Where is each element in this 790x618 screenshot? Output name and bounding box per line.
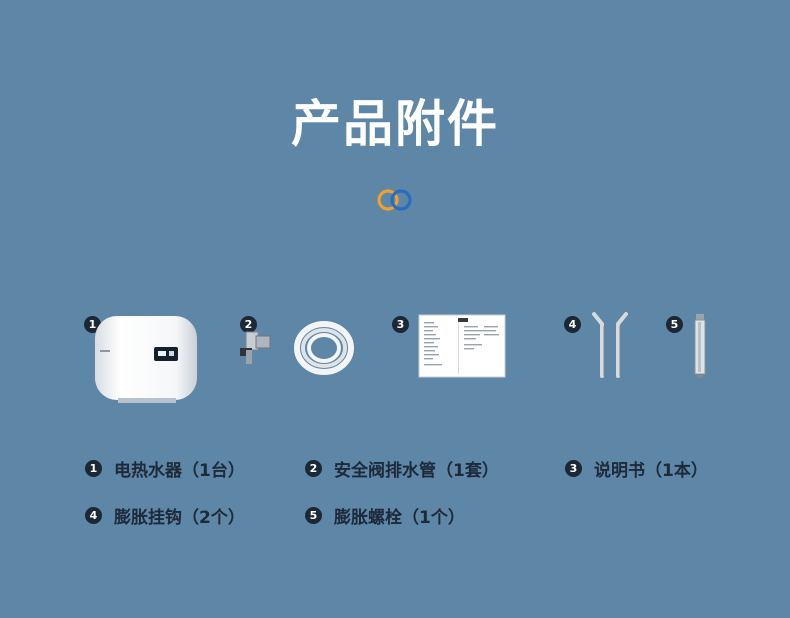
product-badge-4: 4	[564, 316, 581, 333]
product-badge-2: 2	[240, 316, 257, 333]
legend-item-3: 3 说明书（1本）	[565, 458, 708, 481]
legend-label: 电热水器（1台）	[114, 460, 245, 481]
legend-badge: 2	[305, 459, 322, 477]
manual-image	[418, 314, 506, 378]
legend-item-2: 2 安全阀排水管（1套）	[305, 458, 499, 481]
legend-label: 说明书（1本）	[594, 460, 708, 481]
legend-label: 膨胀螺栓（1个）	[334, 507, 465, 528]
product-badge-1: 1	[84, 316, 101, 333]
legend-item-5: 5 膨胀螺栓（1个）	[305, 505, 465, 528]
safety-valve-hose-image	[240, 321, 354, 375]
water-heater-image	[95, 316, 197, 403]
legend-item-1: 1 电热水器（1台）	[85, 458, 245, 481]
legend-label: 安全阀排水管（1套）	[334, 460, 499, 481]
product-badge-3: 3	[392, 316, 409, 333]
product-badge-5: 5	[666, 316, 683, 333]
legend-label: 膨胀挂钩（2个）	[114, 507, 245, 528]
legend-badge: 1	[85, 459, 102, 477]
legend-badge: 5	[305, 506, 322, 524]
legend-badge: 4	[85, 506, 102, 524]
expansion-bolt-image	[694, 314, 706, 378]
legend-item-4: 4 膨胀挂钩（2个）	[85, 505, 245, 528]
legend-badge: 3	[565, 459, 582, 477]
page-title: 产品附件	[291, 95, 499, 153]
expansion-hook-image	[592, 312, 628, 378]
linked-rings-icon	[377, 189, 412, 211]
